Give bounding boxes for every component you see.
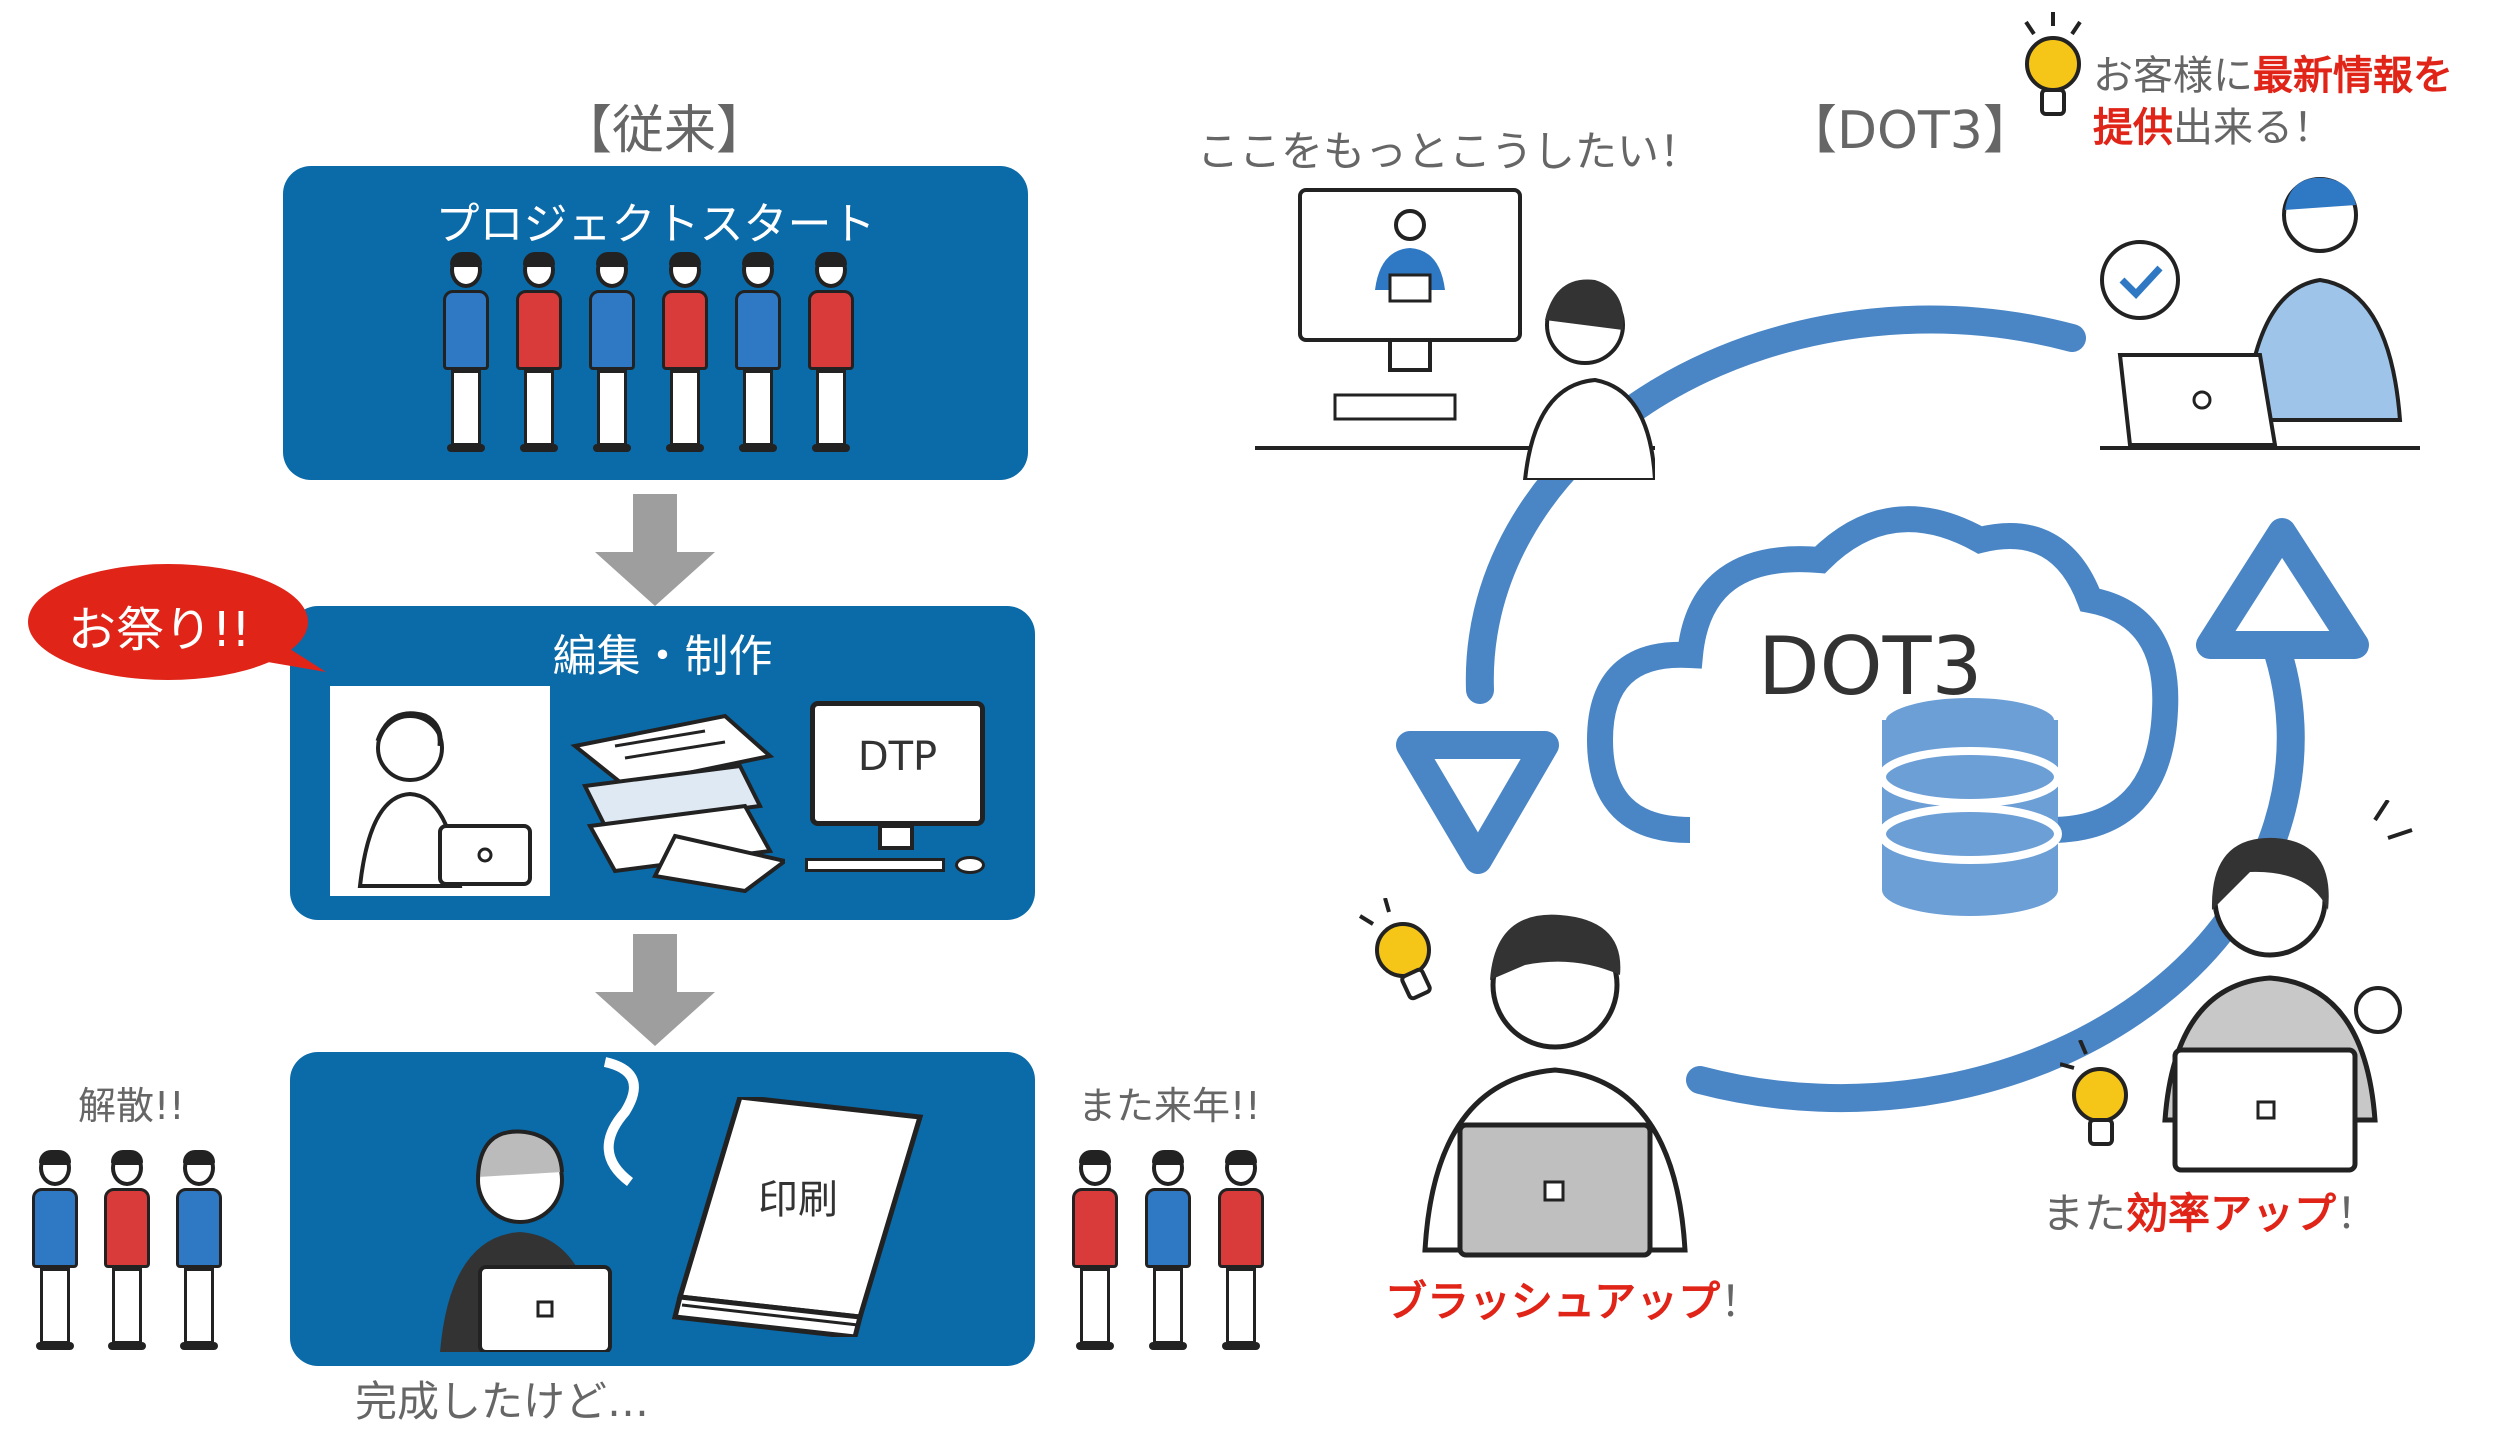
client-laptop-illustration xyxy=(2100,177,2420,450)
team-member xyxy=(1072,1150,1118,1350)
efficient-worker-illustration xyxy=(2162,800,2413,1173)
panel-print: 印刷 xyxy=(290,1052,1035,1366)
team-member xyxy=(176,1150,222,1350)
stressed-worker-illustration xyxy=(330,686,550,896)
team-member xyxy=(1218,1150,1264,1350)
lightbulb-icon xyxy=(1358,898,1432,1001)
team-member xyxy=(735,252,781,452)
team-member xyxy=(516,252,562,452)
panel-project-start: プロジェクトスタート xyxy=(283,166,1028,480)
caption-brushup-post: ！ xyxy=(1720,1277,1763,1326)
team-member xyxy=(104,1150,150,1350)
brushup-worker-illustration xyxy=(1422,914,1688,1258)
right-heading: 【DOT3】 xyxy=(1785,101,2035,161)
caption-improve: ここをもっとこうしたい！ xyxy=(1197,127,1702,176)
down-arrow-icon xyxy=(595,494,715,606)
caption-latest-info-bold1: 最新情報を xyxy=(2253,53,2453,99)
caption-completed: 完成したけど… xyxy=(355,1377,650,1426)
festival-bubble-text: お祭り!! xyxy=(68,602,251,658)
lightbulb-icon xyxy=(2060,1040,2128,1146)
caption-next-year: また来年!! xyxy=(1078,1084,1261,1128)
team-member xyxy=(32,1150,78,1350)
team-member xyxy=(589,252,635,452)
cloud-label: DOT3 xyxy=(1758,620,1983,713)
festival-speech-bubble xyxy=(28,564,326,680)
mouse xyxy=(955,856,985,874)
caption-efficiency-pre: また xyxy=(2042,1189,2127,1238)
caption-latest-info-post: 出来る！ xyxy=(2173,105,2333,151)
caption-disband: 解散!! xyxy=(78,1084,185,1128)
team-member xyxy=(808,252,854,452)
caption-latest-info-bold2: 提供 xyxy=(2093,105,2173,151)
caption-efficiency-bold: 効率アップ xyxy=(2126,1189,2337,1238)
team-member xyxy=(443,252,489,452)
team-member xyxy=(662,252,708,452)
caption-efficiency-post: ！ xyxy=(2336,1189,2379,1238)
lightbulb-icon xyxy=(2024,12,2082,116)
team-member xyxy=(1145,1150,1191,1350)
caption-efficiency: また効率アップ！ xyxy=(2042,1180,2378,1241)
keyboard xyxy=(805,858,945,872)
monitor-stand xyxy=(878,824,914,850)
caption-brushup: ブラッシュアップ！ xyxy=(1385,1268,1762,1329)
dot3-cycle-diagram xyxy=(1396,305,2369,1113)
down-arrow-icon xyxy=(595,934,715,1046)
panel-project-start-title: プロジェクトスタート xyxy=(435,199,876,250)
dtp-label: DTP xyxy=(857,734,938,780)
caption-latest-info-pre: お客様に xyxy=(2093,53,2253,99)
panel-editing-title: 編集・制作 xyxy=(552,631,773,682)
caption-brushup-bold: ブラッシュアップ xyxy=(1385,1277,1721,1326)
print-label: 印刷 xyxy=(758,1177,838,1223)
printed-book-illustration xyxy=(671,1097,924,1337)
left-heading: 【従来】 xyxy=(560,101,769,161)
dtp-monitor: DTP xyxy=(810,701,985,826)
caption-latest-info: お客様に最新情報を 提供出来る！ xyxy=(2093,50,2453,154)
video-call-illustration xyxy=(1255,188,1655,480)
exhausted-worker-illustration xyxy=(440,1057,639,1352)
paper-stack-illustration xyxy=(570,713,785,894)
panel-editing: 編集・制作 DTP xyxy=(290,606,1035,920)
